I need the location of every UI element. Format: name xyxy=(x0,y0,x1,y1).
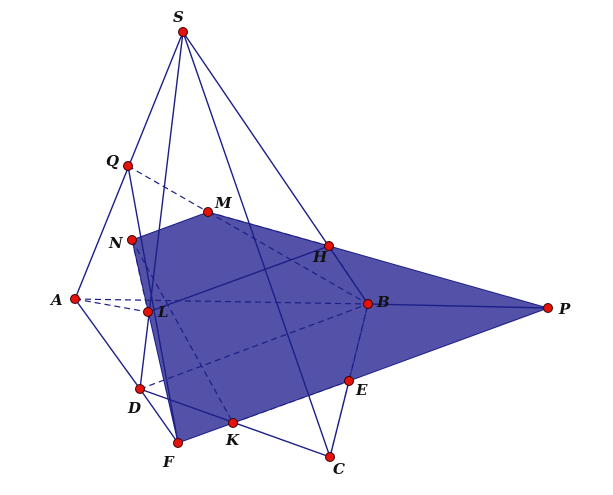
point-M xyxy=(203,207,213,217)
point-Q xyxy=(123,161,133,171)
point-L xyxy=(143,307,153,317)
edge-QF xyxy=(127,165,179,444)
edge-SC xyxy=(182,31,331,458)
edge-MH xyxy=(207,211,330,247)
hidden-edges xyxy=(74,165,369,458)
edge-AB xyxy=(74,298,369,305)
point-A xyxy=(70,294,80,304)
label-P: P xyxy=(558,300,571,318)
label-B: B xyxy=(376,293,390,311)
label-H: H xyxy=(312,248,328,266)
edge-SD xyxy=(139,31,184,390)
edge-AL xyxy=(74,298,149,313)
point-E xyxy=(344,376,354,386)
point-C xyxy=(325,452,335,462)
label-N: N xyxy=(108,234,124,252)
point-labels: S Q M N H A L B P E D K F C xyxy=(49,8,571,478)
edge-MB xyxy=(207,211,369,305)
edge-QM xyxy=(127,165,209,213)
point-D xyxy=(135,384,145,394)
edge-BC xyxy=(329,303,369,458)
label-K: K xyxy=(225,431,240,449)
point-N xyxy=(127,235,137,245)
edge-NK xyxy=(131,239,234,424)
point-K xyxy=(228,418,238,428)
edge-DB xyxy=(139,303,369,390)
edge-BP xyxy=(367,303,549,309)
point-P xyxy=(543,303,553,313)
point-H xyxy=(324,241,334,251)
label-S: S xyxy=(173,8,184,26)
label-A: A xyxy=(49,291,63,309)
edge-EB xyxy=(348,303,369,382)
label-F: F xyxy=(162,453,175,471)
label-E: E xyxy=(355,381,368,399)
point-F xyxy=(173,438,183,448)
label-Q: Q xyxy=(106,152,119,170)
points xyxy=(70,27,553,462)
point-S xyxy=(178,27,188,37)
label-D: D xyxy=(127,399,141,417)
label-L: L xyxy=(157,303,169,321)
label-C: C xyxy=(333,460,345,478)
label-M: M xyxy=(214,194,232,212)
edge-HB xyxy=(328,245,369,305)
edge-NL xyxy=(131,239,149,313)
edge-AD xyxy=(74,298,141,390)
edge-DF xyxy=(139,388,179,444)
point-B xyxy=(363,299,373,309)
edge-KE xyxy=(232,380,350,424)
